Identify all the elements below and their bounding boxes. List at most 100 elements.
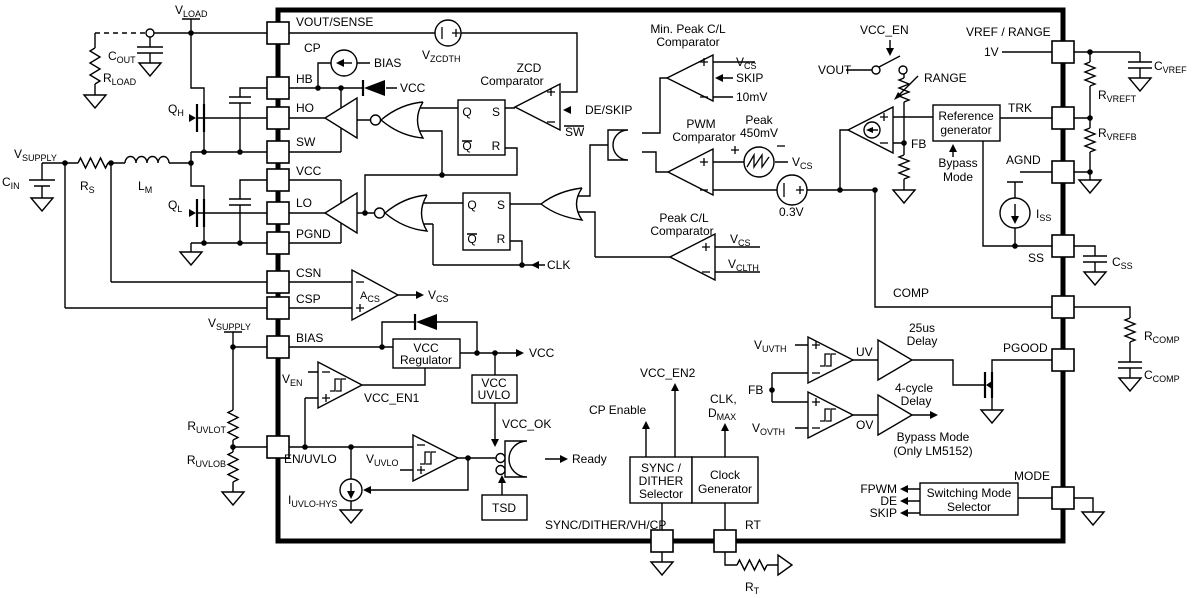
pin-rt	[713, 529, 737, 553]
pin-csp	[266, 296, 290, 320]
vuvlo-comparator-icon	[412, 433, 460, 483]
latch2-s: S	[497, 198, 505, 212]
gate-drivers	[323, 96, 429, 235]
label-clk: CLK	[547, 258, 570, 272]
v03-source-icon	[776, 174, 808, 206]
pin-label-sync: SYNC/DITHER/VH/CP	[545, 518, 666, 532]
latch2-r: R	[497, 232, 506, 246]
uv-delay-buffer-icon	[877, 338, 914, 382]
lo-driver-icon	[323, 191, 358, 235]
label-vcs-pkcl: VCS	[730, 232, 751, 248]
label-r-comp: RCOMP	[1144, 329, 1180, 345]
label-vout: VOUT	[818, 63, 852, 77]
pin-label-rt: RT	[745, 518, 761, 532]
pin-vcc	[266, 168, 290, 192]
label-c-comp: CCOMP	[1144, 368, 1180, 384]
label-sw-bar: SW	[565, 125, 585, 139]
lo-sr-latch	[462, 192, 511, 251]
label-450mv: 450mV	[740, 126, 778, 140]
latch1-s: S	[492, 105, 500, 119]
latch2-qbar: Q	[467, 232, 476, 246]
pin-label-csn: CSN	[296, 266, 321, 280]
label-i-uvlo-hys: IUVLO-HYS	[288, 493, 337, 509]
label-clkgen-1: Clock	[710, 468, 741, 482]
pin-label-trk: TRK	[1008, 101, 1032, 115]
label-v-supply-bias: VSUPPLY	[208, 316, 251, 332]
label-v-supply: VSUPPLY	[14, 147, 57, 163]
pin-label-csp: CSP	[296, 292, 321, 306]
pwm-comparator-icon	[666, 147, 714, 197]
pin-label-sw: SW	[296, 135, 316, 149]
label-bypass-2: Mode	[943, 170, 973, 184]
pin-comp	[1051, 295, 1075, 319]
and-gate-icon	[607, 129, 629, 161]
label-d-max: DMAX	[708, 406, 736, 422]
label-v-uvlo: VUVLO	[366, 452, 399, 468]
label-a-cs: ACS	[360, 290, 380, 304]
label-c-in: CIN	[2, 175, 20, 191]
label-r-vreft: RVREFT	[1098, 88, 1137, 104]
label-bypass-mode: Bypass Mode	[897, 430, 970, 444]
label-vcc-en1: VCC_EN1	[364, 391, 420, 405]
pin-sync-dither	[650, 529, 674, 553]
pin-sw	[266, 140, 290, 164]
label-only-lm5152: (Only LM5152)	[893, 444, 972, 458]
label-skip-mode: SKIP	[870, 506, 897, 520]
ready-and-gate-icon	[504, 440, 528, 478]
label-v-ovth: VOVTH	[752, 421, 785, 437]
label-v-clth: VCLTH	[728, 257, 759, 273]
arrowheads	[363, 48, 957, 517]
pin-label-ho: HO	[296, 101, 314, 115]
pin-label-vcc: VCC	[296, 164, 322, 178]
label-v-uvth: VUVTH	[754, 338, 787, 354]
label-zcd-1: ZCD	[517, 61, 542, 75]
label-ready: Ready	[572, 452, 607, 466]
label-vcs-minpk: VCS	[736, 55, 757, 71]
ramp-source-icon	[743, 146, 775, 178]
label-vcc-en: VCC_EN	[860, 23, 909, 37]
label-q-l: QL	[168, 198, 182, 214]
label-r-load: RLOAD	[103, 71, 137, 87]
label-minpk-2: Comparator	[656, 35, 719, 49]
pin-en-uvlo	[266, 435, 290, 459]
switch-and-nodes	[145, 28, 908, 100]
lo-nor-gate-icon	[383, 194, 429, 232]
label-r-uvlot: RUVLOT	[187, 419, 226, 435]
ov-delay-buffer-icon	[877, 393, 914, 437]
pin-label-mode: MODE	[1014, 469, 1050, 483]
pin-lo	[266, 201, 290, 225]
label-fb-uvov: FB	[748, 383, 763, 397]
label-i-ss: ISS	[1036, 207, 1051, 223]
label-r-t: RT	[745, 580, 760, 596]
pin-pgnd	[266, 231, 290, 255]
ven-comparator-icon	[317, 360, 364, 410]
pin-label-comp: COMP	[893, 286, 929, 300]
label-reg-2: Regulator	[400, 353, 452, 367]
label-pkcl-1: Peak C/L	[659, 211, 709, 225]
latches	[457, 99, 511, 251]
qh-mosfet-icon	[195, 104, 206, 132]
label-vcc-diode: VCC	[400, 81, 426, 95]
label-cp-enable: CP Enable	[589, 403, 646, 417]
label-l-m: LM	[138, 179, 152, 195]
label-vcc-out: VCC	[529, 346, 555, 360]
pin-agnd	[1051, 160, 1075, 184]
label-c-ss: CSS	[1112, 255, 1133, 271]
label-fpwm: FPWM	[860, 482, 897, 496]
pin-vref-range	[1051, 40, 1075, 64]
pin-ss	[1051, 234, 1075, 258]
label-c-out: COUT	[108, 49, 136, 65]
diodes	[361, 80, 437, 330]
label-uv: UV	[856, 345, 873, 359]
pin-hb	[266, 76, 290, 100]
label-pwm-1: PWM	[686, 117, 715, 131]
tsd-block	[481, 494, 528, 521]
label-clkgen-2: Generator	[698, 482, 752, 496]
sources	[330, 19, 1031, 502]
label-de-skip: DE/SKIP	[585, 103, 632, 117]
label-r-uvlob: RUVLOB	[187, 453, 226, 469]
pin-label-agnd: AGND	[1006, 153, 1041, 167]
label-v-load: VLOAD	[175, 3, 208, 19]
label-cp: CP	[304, 41, 321, 55]
ho-driver-icon	[323, 96, 358, 140]
